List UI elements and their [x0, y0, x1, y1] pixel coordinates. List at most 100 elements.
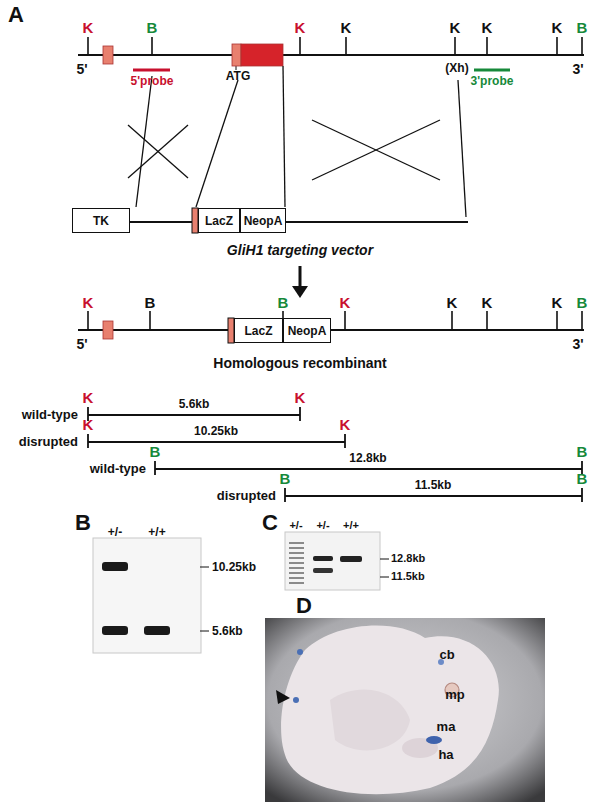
genotype-label: +/-	[316, 520, 329, 531]
southern-blot	[313, 556, 333, 561]
fragment-line	[88, 441, 345, 443]
genotype-label: +/+	[148, 526, 165, 538]
band-size: 10.25kb	[212, 561, 256, 573]
anatomy-label: mp	[445, 688, 465, 701]
southern-blot	[340, 556, 362, 562]
restriction-site: K	[552, 295, 563, 310]
southern-blot	[289, 547, 304, 549]
exon	[103, 46, 113, 64]
genomic-map	[78, 37, 584, 70]
embryo-photo	[293, 697, 299, 703]
genomic-map	[581, 37, 583, 55]
southern-blot	[102, 562, 128, 571]
fragment-size: 5.6kb	[179, 398, 210, 410]
embryo-photo	[281, 626, 499, 795]
restriction-site: B	[577, 20, 588, 35]
restriction-site: K	[295, 20, 306, 35]
southern-blot	[380, 577, 389, 578]
marker-box: NeopA	[240, 208, 286, 233]
genomic-map	[151, 37, 153, 55]
end-label: 3'	[572, 337, 583, 351]
band-size: 5.6kb	[212, 625, 243, 637]
box-label: LacZ	[244, 325, 272, 337]
restriction-site: B	[147, 20, 158, 35]
restriction-site: K	[482, 20, 493, 35]
genotype-label: +/-	[108, 526, 122, 538]
restriction-site: K	[340, 417, 351, 432]
allele-label: disrupted	[217, 489, 276, 502]
marker-box: LacZ	[234, 318, 283, 343]
recombinant-map	[556, 311, 558, 330]
panel-letter: D	[296, 595, 312, 617]
restriction-site: K	[482, 295, 493, 310]
recombinant-map	[486, 311, 488, 330]
recombination-line	[136, 76, 152, 207]
recombination-line	[312, 120, 440, 180]
vector-backbone	[130, 221, 468, 223]
anatomy-label: cb	[439, 648, 454, 661]
marker-box: LacZ	[198, 208, 240, 233]
southern-blot	[289, 542, 304, 584]
restriction-site: B	[577, 471, 588, 486]
genotype-label: +/+	[343, 520, 359, 531]
recombination-line	[312, 120, 440, 180]
fragment-size: 10.25kb	[194, 425, 238, 437]
restriction-site: K	[552, 20, 563, 35]
recombinant-map	[87, 311, 89, 330]
genomic-map	[454, 37, 456, 55]
fragment-line	[155, 468, 582, 470]
exon	[103, 318, 234, 343]
fragment-line	[285, 495, 582, 497]
restriction-site: K	[295, 390, 306, 405]
allele-label: disrupted	[19, 435, 78, 448]
fragment-line	[284, 488, 286, 502]
exon	[232, 44, 241, 66]
southern-blot	[285, 532, 389, 590]
restriction-site: K	[83, 295, 94, 310]
embryo-photo	[276, 690, 290, 704]
start-codon: ATG	[226, 70, 250, 82]
recombinant-map	[78, 329, 584, 331]
fragment-line	[88, 414, 300, 416]
recombination-line	[128, 125, 188, 178]
restriction-site: B	[280, 471, 291, 486]
probe	[133, 69, 170, 72]
recombinant-map	[149, 311, 151, 330]
southern-blot	[289, 582, 304, 584]
vector-backbone	[130, 208, 468, 233]
down-arrow	[299, 266, 302, 288]
southern-blot	[200, 631, 209, 632]
band-size: 12.8kb	[391, 553, 425, 564]
southern-blot	[93, 538, 209, 653]
construct-title: Homologous recombinant	[213, 356, 386, 370]
recombination-line	[128, 125, 188, 178]
allele-label: wild-type	[22, 408, 78, 421]
fragment-line	[154, 461, 156, 475]
southern-blot	[289, 542, 304, 544]
restriction-site: K	[450, 20, 461, 35]
restriction-site: B	[150, 444, 161, 459]
construct-title: GliH1 targeting vector	[227, 243, 373, 257]
embryo-photo	[265, 618, 545, 802]
recombinant-map	[451, 311, 453, 330]
box-label: LacZ	[205, 215, 233, 227]
genomic-map	[486, 37, 488, 55]
end-label: 5'	[76, 62, 87, 76]
panel-letter: B	[75, 512, 91, 534]
genomic-map	[556, 37, 558, 55]
southern-blot	[289, 577, 304, 579]
embryo-photo	[265, 618, 545, 802]
restriction-site: B	[145, 295, 156, 310]
probe	[474, 69, 510, 72]
recombination-line	[283, 66, 285, 207]
recombination-line	[196, 80, 238, 207]
genomic-map	[78, 54, 584, 56]
probe-label: 5'probe	[131, 75, 174, 87]
genotype-label: +/-	[289, 520, 302, 531]
recombinant-map	[581, 311, 583, 330]
fragment-line	[87, 434, 89, 448]
restriction-site: K	[341, 20, 352, 35]
southern-blot	[285, 532, 380, 590]
southern-blot	[289, 552, 304, 554]
fragment-line	[344, 434, 346, 448]
